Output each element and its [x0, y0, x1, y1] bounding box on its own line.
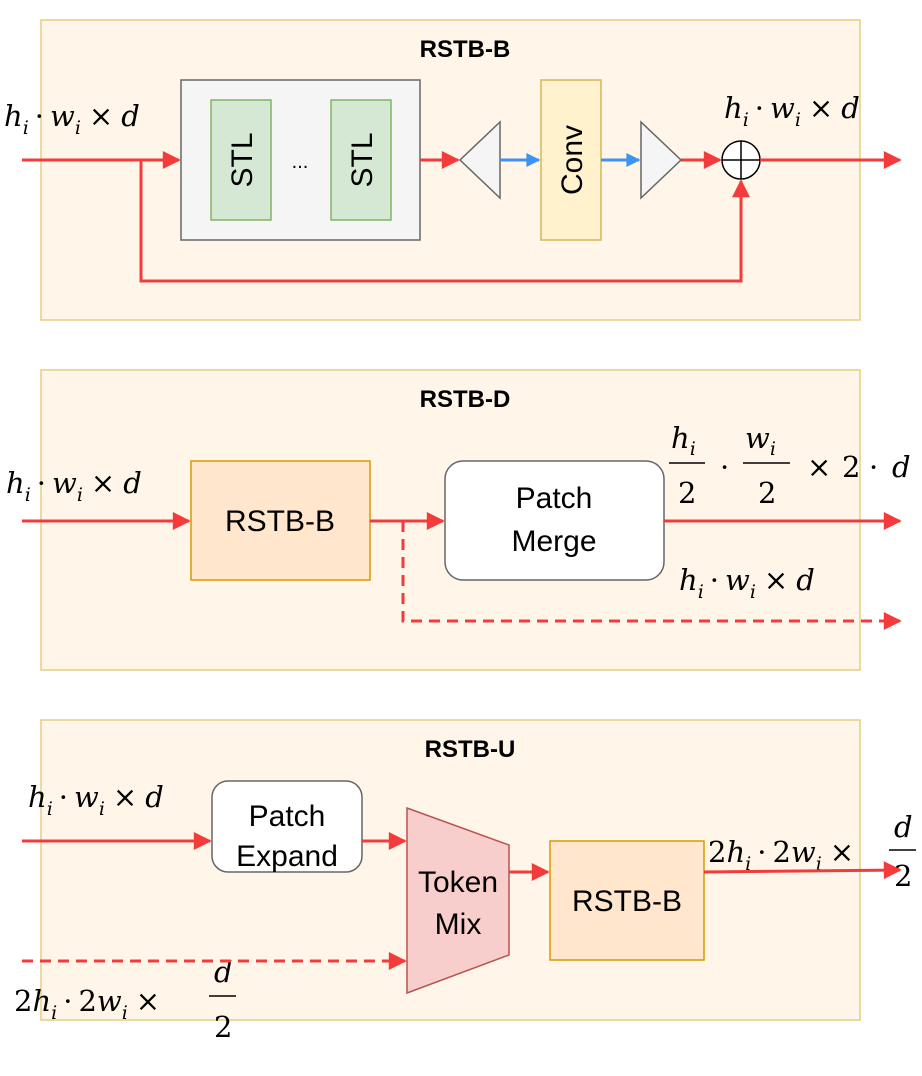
rstb-b-block — [549, 840, 705, 961]
stl-label-1: STL — [226, 132, 259, 187]
circle-plus-icon — [721, 140, 761, 180]
panel-title: RSTB-B — [420, 36, 511, 63]
token-mix-line-2: Mix — [435, 908, 482, 941]
conv-block — [540, 79, 602, 241]
panel-title: RSTB-D — [420, 386, 511, 413]
skip-dimension-label: hi·wi×d — [679, 563, 815, 603]
stl-block-1 — [210, 99, 272, 221]
patch-merge-block — [444, 460, 665, 581]
input-dimension-label: hi·wi×d — [28, 780, 164, 820]
stl-ellipsis: ... — [292, 151, 309, 173]
svg-text:2: 2 — [894, 859, 912, 893]
stl-block-2 — [330, 99, 392, 221]
stl-label-2: STL — [346, 132, 379, 187]
patch-expand-block — [211, 780, 363, 873]
svg-text:d: d — [894, 810, 913, 844]
svg-text:2: 2 — [214, 1010, 232, 1044]
patch-expand-line-1: Patch — [249, 800, 326, 833]
panel-rstb-b: RSTB-B hi·wi×d STL ... STL Conv hi·wi×d — [4, 19, 902, 321]
panel-rstb-d: RSTB-D hi·wi×d RSTB-B Patch Merge hi 2 ·… — [6, 369, 911, 671]
rstb-b-block — [190, 460, 371, 581]
panel-title: RSTB-U — [425, 736, 516, 763]
svg-text:×: × — [807, 450, 831, 484]
svg-text:hi: hi — [671, 421, 696, 460]
rstb-b-label: RSTB-B — [225, 505, 335, 538]
panel-background — [40, 19, 861, 321]
skip-output-arrow — [401, 521, 902, 630]
skip-connection-arrow — [139, 160, 750, 283]
input-dimension-label: hi·wi×d — [6, 466, 142, 506]
rstb-b-label: RSTB-B — [572, 885, 682, 918]
output-dimension-label: hi·wi×d — [724, 91, 860, 131]
patch-merge-line-1: Patch — [516, 482, 593, 515]
patch-merge-line-2: Merge — [511, 525, 596, 558]
token-mix-block — [406, 806, 510, 995]
downsampled-dimension-label: hi 2 · wi 2 × 2 · d — [669, 421, 911, 510]
svg-text:d: d — [892, 450, 911, 484]
panel-rstb-u: RSTB-U hi·wi×d Patch Expand Token Mix RS… — [14, 719, 916, 1044]
patch-expand-line-2: Expand — [236, 840, 338, 873]
svg-text:2hi·2wi×: 2hi·2wi× — [708, 835, 854, 875]
output-arrow — [703, 861, 902, 880]
svg-text:2hi·2wi×: 2hi·2wi× — [14, 984, 160, 1024]
skip-input-dimension-label: 2hi·2wi× d 2 — [14, 955, 236, 1044]
conv-label: Conv — [556, 125, 589, 195]
svg-text:·: · — [720, 450, 729, 484]
svg-text:·: · — [869, 450, 878, 484]
svg-text:wi: wi — [745, 421, 776, 460]
token-mix-line-1: Token — [418, 866, 498, 899]
triangle-right-icon — [640, 120, 683, 200]
svg-text:2: 2 — [842, 450, 860, 484]
input-dimension-label: hi·wi×d — [4, 99, 140, 139]
svg-text:2: 2 — [678, 476, 696, 510]
svg-text:2: 2 — [758, 476, 776, 510]
svg-text:d: d — [214, 955, 233, 989]
